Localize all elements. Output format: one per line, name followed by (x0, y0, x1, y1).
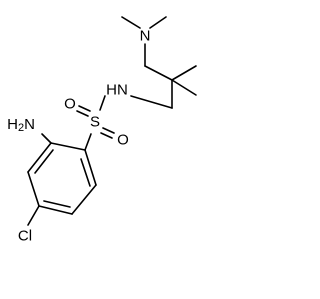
bond-cq-me-up (171, 65, 197, 81)
bond-s-o-right-a (102, 127, 115, 134)
ring-bond-1-inner (80, 158, 91, 187)
ring-bond-5 (27, 142, 52, 173)
ring-bond-5-inner (34, 149, 54, 174)
bond-ch2-nh (130, 95, 173, 109)
atom-label-amino: H2N (7, 116, 35, 135)
ring-bond-1 (84, 149, 97, 186)
bond-nh-s (99, 95, 106, 111)
atom-label-sulfonamide-nh: HN (106, 82, 128, 99)
bond-s-o-right-b (100, 132, 113, 139)
bond-ring-nh2 (41, 133, 52, 144)
atom-label-oxygen-right: O (117, 132, 129, 149)
structure-canvas: N HN S O O H2N Cl (7, 16, 197, 245)
atom-label-dimethylamino-n: N (140, 28, 151, 45)
atom-label-oxygen-left: O (64, 96, 76, 113)
ring-bond-6 (50, 142, 86, 151)
bond-nme-left (121, 16, 141, 29)
bond-s-ring (84, 133, 92, 151)
ring-bond-4 (27, 171, 40, 207)
bond-nme-right (149, 16, 167, 29)
molecule-drawing: N HN S O O H2N Cl (7, 16, 197, 245)
bond-s-o-left-b (76, 110, 89, 117)
bond-ch2-cq (144, 65, 173, 81)
atom-label-chlorine: Cl (18, 228, 32, 245)
ring-bond-3 (38, 205, 73, 215)
bond-cq-me-down (171, 79, 197, 96)
ring-bond-2 (71, 184, 97, 215)
bond-s-o-left-a (78, 105, 91, 112)
atom-label-sulfur: S (90, 114, 100, 131)
ring-bond-3-inner (43, 200, 71, 208)
bond-ring-cl (27, 205, 40, 226)
